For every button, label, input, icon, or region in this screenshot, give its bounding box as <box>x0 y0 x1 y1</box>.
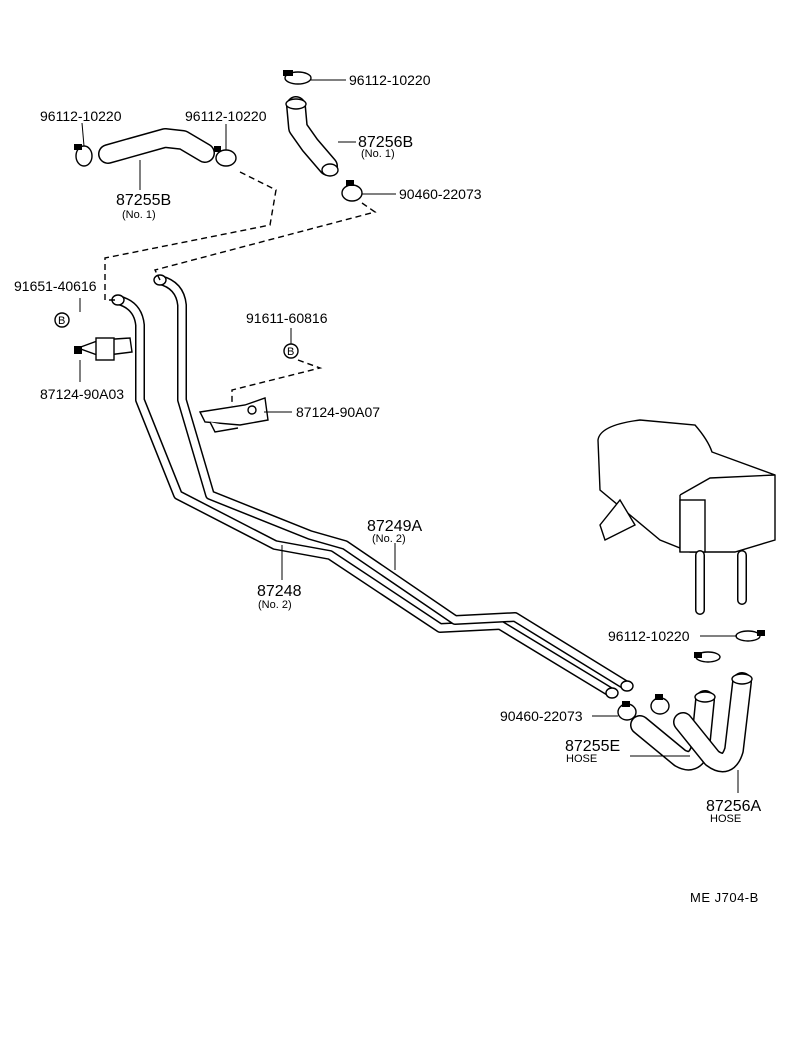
hose-87255b <box>98 128 215 164</box>
part-label: 87256A <box>706 798 761 815</box>
part-sublabel: (No. 1) <box>122 209 156 221</box>
pipe-end-right-2 <box>620 680 634 692</box>
hose-top-opening-2 <box>731 673 753 685</box>
part-label: 87249A <box>367 518 422 535</box>
bracket-87124-90a07 <box>198 397 269 433</box>
dashed-connector <box>104 171 377 406</box>
pipe-end-right <box>605 687 619 699</box>
bolt-marker: B <box>283 343 299 359</box>
part-label: 90460-22073 <box>500 708 583 724</box>
part-label: 90460-22073 <box>399 186 482 202</box>
bolt-marker: B <box>54 312 70 328</box>
bolt-marker-label: B <box>58 315 65 327</box>
hose-opening <box>285 98 307 110</box>
part-sublabel: HOSE <box>710 813 741 825</box>
part-sublabel: (No. 1) <box>361 148 395 160</box>
clamp-icon <box>74 70 765 721</box>
part-label: 87124-90A07 <box>296 404 380 420</box>
part-label: 87248 <box>257 583 302 600</box>
part-label: 91651-40616 <box>14 278 97 294</box>
bracket-87124-90a03 <box>74 337 133 361</box>
pipe-87249a <box>155 275 632 691</box>
hose-87256a <box>673 672 752 773</box>
bolt-marker-label: B <box>287 346 294 358</box>
drawing-code: ME J704-B <box>690 890 759 905</box>
hose-87256b <box>286 96 338 176</box>
part-label: 87256B <box>358 134 413 151</box>
part-label: 96112-10220 <box>608 628 690 644</box>
part-label: 87255B <box>116 192 171 209</box>
part-sublabel: (No. 2) <box>372 533 406 545</box>
part-label: 87255E <box>565 738 620 755</box>
part-label: 96112-10220 <box>40 108 122 124</box>
part-label: 91611-60816 <box>246 310 328 326</box>
leader-lines <box>79 79 739 793</box>
hose-opening-2 <box>321 163 339 177</box>
part-label: 96112-10220 <box>185 108 267 124</box>
hose-top-opening <box>694 691 716 703</box>
part-sublabel: (No. 2) <box>258 599 292 611</box>
part-sublabel: HOSE <box>566 753 597 765</box>
part-label: 87124-90A03 <box>40 386 124 402</box>
part-label: 96112-10220 <box>349 72 431 88</box>
pipe-87248 <box>113 295 617 698</box>
heater-unit <box>597 419 776 615</box>
